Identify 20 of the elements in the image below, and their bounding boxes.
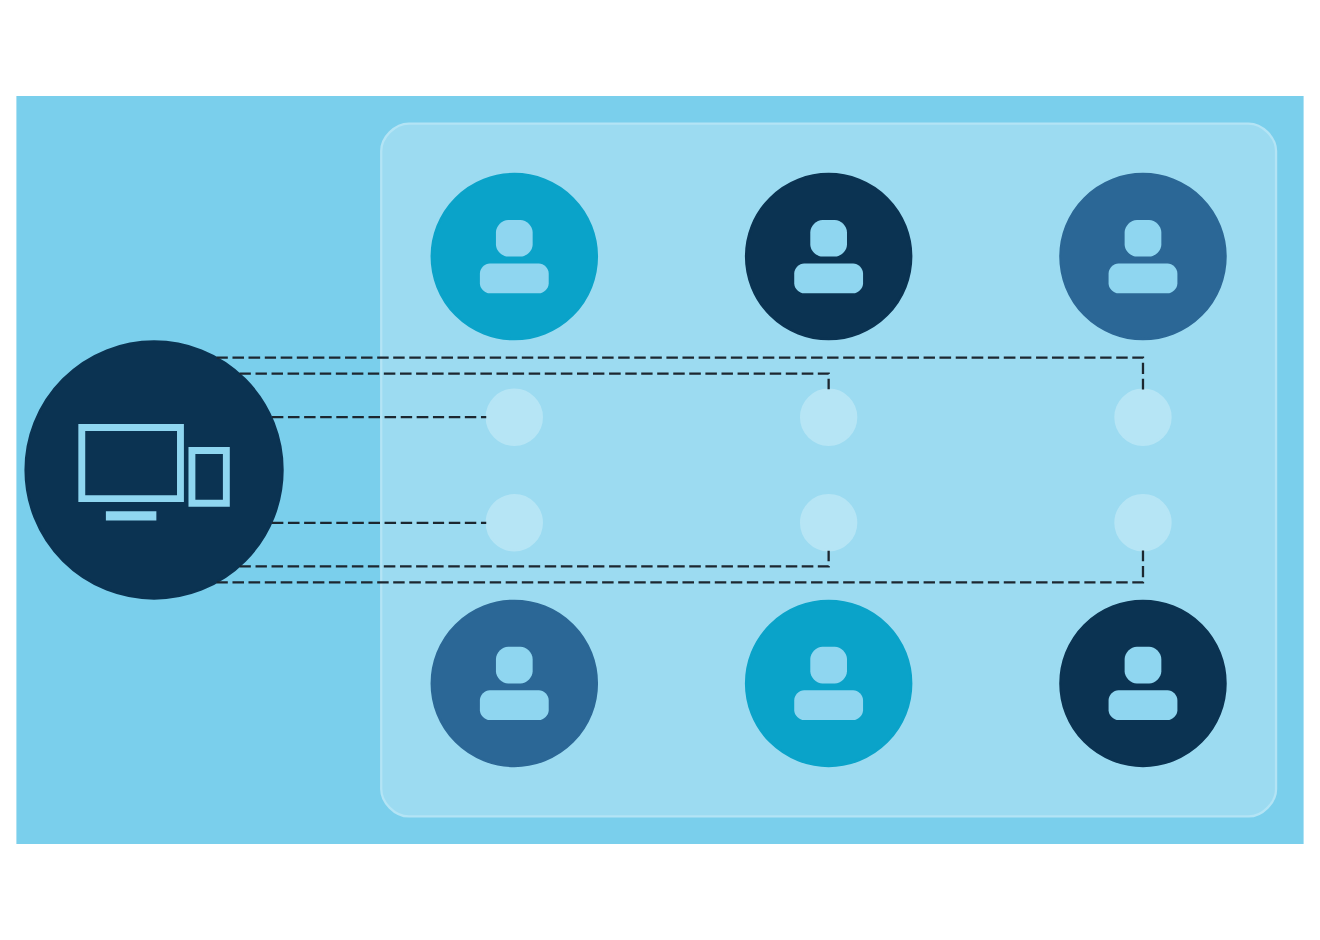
node-person bbox=[430, 172, 599, 341]
node-person bbox=[430, 599, 599, 768]
connector bbox=[216, 356, 1145, 390]
connector bbox=[239, 550, 830, 568]
node-circle bbox=[799, 388, 858, 446]
node-circle bbox=[799, 494, 858, 552]
connector bbox=[272, 416, 487, 419]
connector bbox=[272, 521, 487, 524]
node-circle bbox=[1114, 388, 1172, 446]
node-picture bbox=[24, 340, 284, 600]
node-person bbox=[744, 172, 913, 341]
node-circle bbox=[1114, 494, 1172, 552]
node-circle bbox=[485, 494, 543, 552]
node-person bbox=[1059, 599, 1227, 768]
node-person bbox=[1059, 172, 1227, 341]
connector bbox=[239, 372, 830, 390]
connector bbox=[216, 550, 1145, 584]
cluster bbox=[380, 122, 1278, 818]
node-circle bbox=[485, 388, 543, 446]
node-person bbox=[744, 599, 913, 768]
